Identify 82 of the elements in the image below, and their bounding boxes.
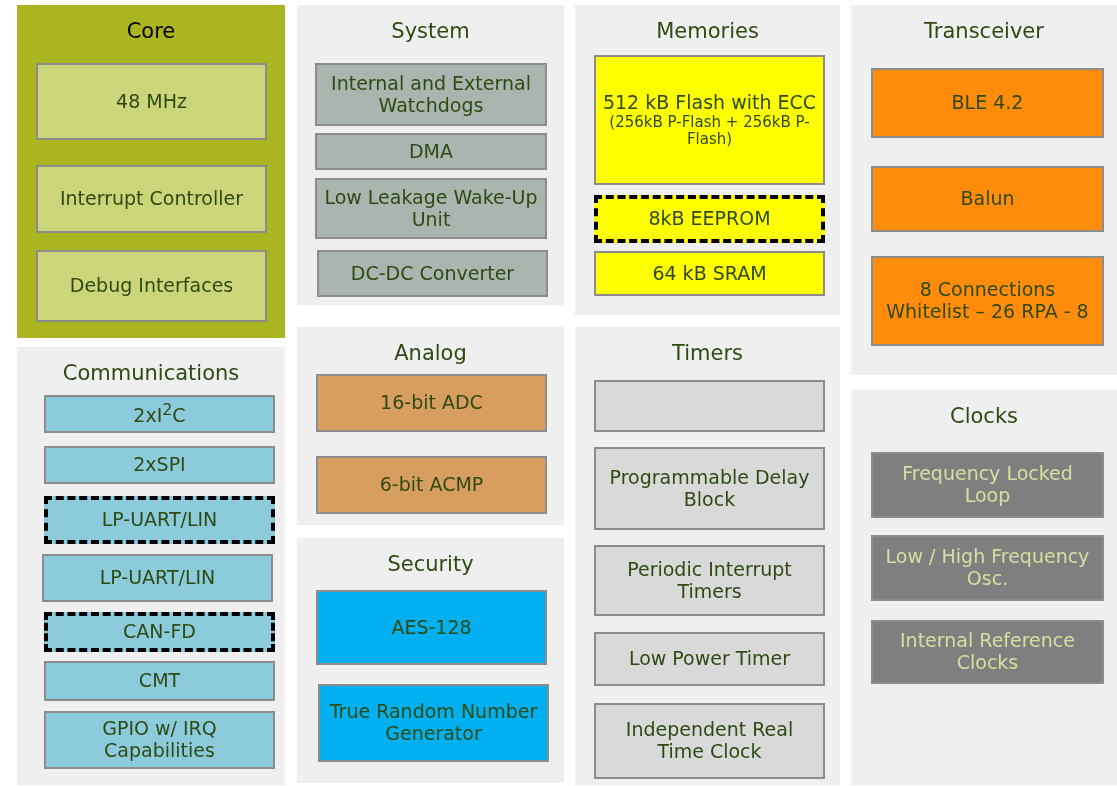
module-block: [871, 452, 1104, 518]
block-label: True Random Number Generator: [328, 701, 539, 745]
block-label: BLE 4.2: [951, 92, 1024, 114]
module-block: [44, 661, 275, 701]
block-label: Debug Interfaces: [69, 275, 234, 297]
block-label: 64 kB SRAM: [652, 262, 767, 285]
module-block: [316, 590, 547, 665]
group-panel: [851, 5, 1117, 375]
group-panel: [297, 5, 564, 305]
module-block: [316, 374, 547, 432]
module-block: [594, 703, 825, 779]
block-label: Programmable Delay Block: [608, 466, 811, 511]
group-panel: [17, 5, 285, 338]
block-label: Periodic Interrupt Timers: [626, 558, 793, 603]
block-label: Low Leakage Wake-Up Unit: [323, 186, 539, 231]
module-block: [44, 612, 275, 652]
module-block: [315, 178, 547, 239]
group-title: Communications: [61, 361, 241, 385]
block-label: Independent Real Time Clock: [624, 719, 795, 763]
module-block: [44, 496, 275, 544]
group-title: Security: [386, 552, 475, 576]
group-panel: [575, 327, 840, 785]
block-label: DC-DC Converter: [350, 262, 515, 285]
block-label: 48 MHz: [116, 90, 187, 113]
module-block: [594, 55, 825, 185]
block-label: 512 kB Flash with ECC: [602, 91, 817, 114]
group-panel: [297, 538, 564, 783]
module-block: [594, 251, 825, 296]
module-block: [316, 456, 547, 514]
group-title: Analog: [393, 341, 468, 365]
group-title: Clocks: [949, 404, 1019, 428]
block-label: LP-UART/LIN: [99, 567, 216, 589]
block-label: Interrupt Controller: [59, 188, 244, 210]
module-block: [315, 63, 547, 126]
block-label: Internal and External Watchdogs: [330, 72, 532, 117]
module-block: [594, 195, 825, 243]
group-title: Core: [125, 19, 177, 43]
module-block: [315, 133, 547, 170]
block-label: CMT: [138, 670, 181, 692]
block-label: GPIO w/ IRQ Capabilities: [101, 718, 218, 762]
block-label: Low Power Timer: [628, 648, 791, 670]
block-label: AES-128: [391, 616, 472, 639]
module-block: [317, 250, 548, 297]
block-label: 16-bit ADC: [380, 392, 483, 414]
group-title: Timers: [671, 341, 744, 365]
module-block: [42, 554, 273, 602]
group-panel: [17, 347, 285, 785]
group-panel: [575, 5, 840, 315]
group-panel: [851, 390, 1117, 785]
module-block: [44, 711, 275, 769]
block-label: 2xSPI: [133, 454, 186, 476]
block-label: DMA: [409, 140, 453, 163]
module-block: [871, 256, 1104, 346]
group-title: Transceiver: [923, 19, 1045, 43]
block-label: Balun: [960, 188, 1015, 210]
block-label: Frequency Locked Loop: [901, 463, 1074, 507]
group-title: System: [390, 19, 471, 43]
block-label: 2xI$^{2}$C: [133, 400, 186, 428]
block-note: (256kB P-Flash + 256kB P-Flash): [608, 113, 811, 149]
module-block: [36, 63, 267, 140]
block-label: 8 Connections Whitelist – 26 RPA - 8: [885, 279, 1090, 323]
module-block: [36, 250, 267, 322]
module-block: [871, 620, 1104, 684]
module-block: [318, 684, 549, 762]
module-block: [44, 446, 275, 484]
group-title: Memories: [655, 19, 760, 43]
block-label: Low / High Frequency Osc.: [884, 546, 1091, 590]
module-block: [594, 447, 825, 530]
module-block: [44, 395, 275, 433]
block-label: 8kB EEPROM: [648, 208, 771, 230]
module-block: [871, 166, 1104, 232]
module-block: [871, 535, 1104, 601]
block-label: LP-UART/LIN: [101, 509, 218, 531]
module-block: [36, 165, 267, 233]
module-block: [594, 545, 825, 616]
module-block: [594, 632, 825, 686]
block-label: 6-bit ACMP: [379, 474, 484, 496]
block-label: Internal Reference Clocks: [899, 630, 1076, 674]
group-panel: [297, 327, 564, 525]
module-block: [594, 380, 825, 432]
module-block: [871, 68, 1104, 138]
block-label: CAN-FD: [123, 621, 196, 643]
